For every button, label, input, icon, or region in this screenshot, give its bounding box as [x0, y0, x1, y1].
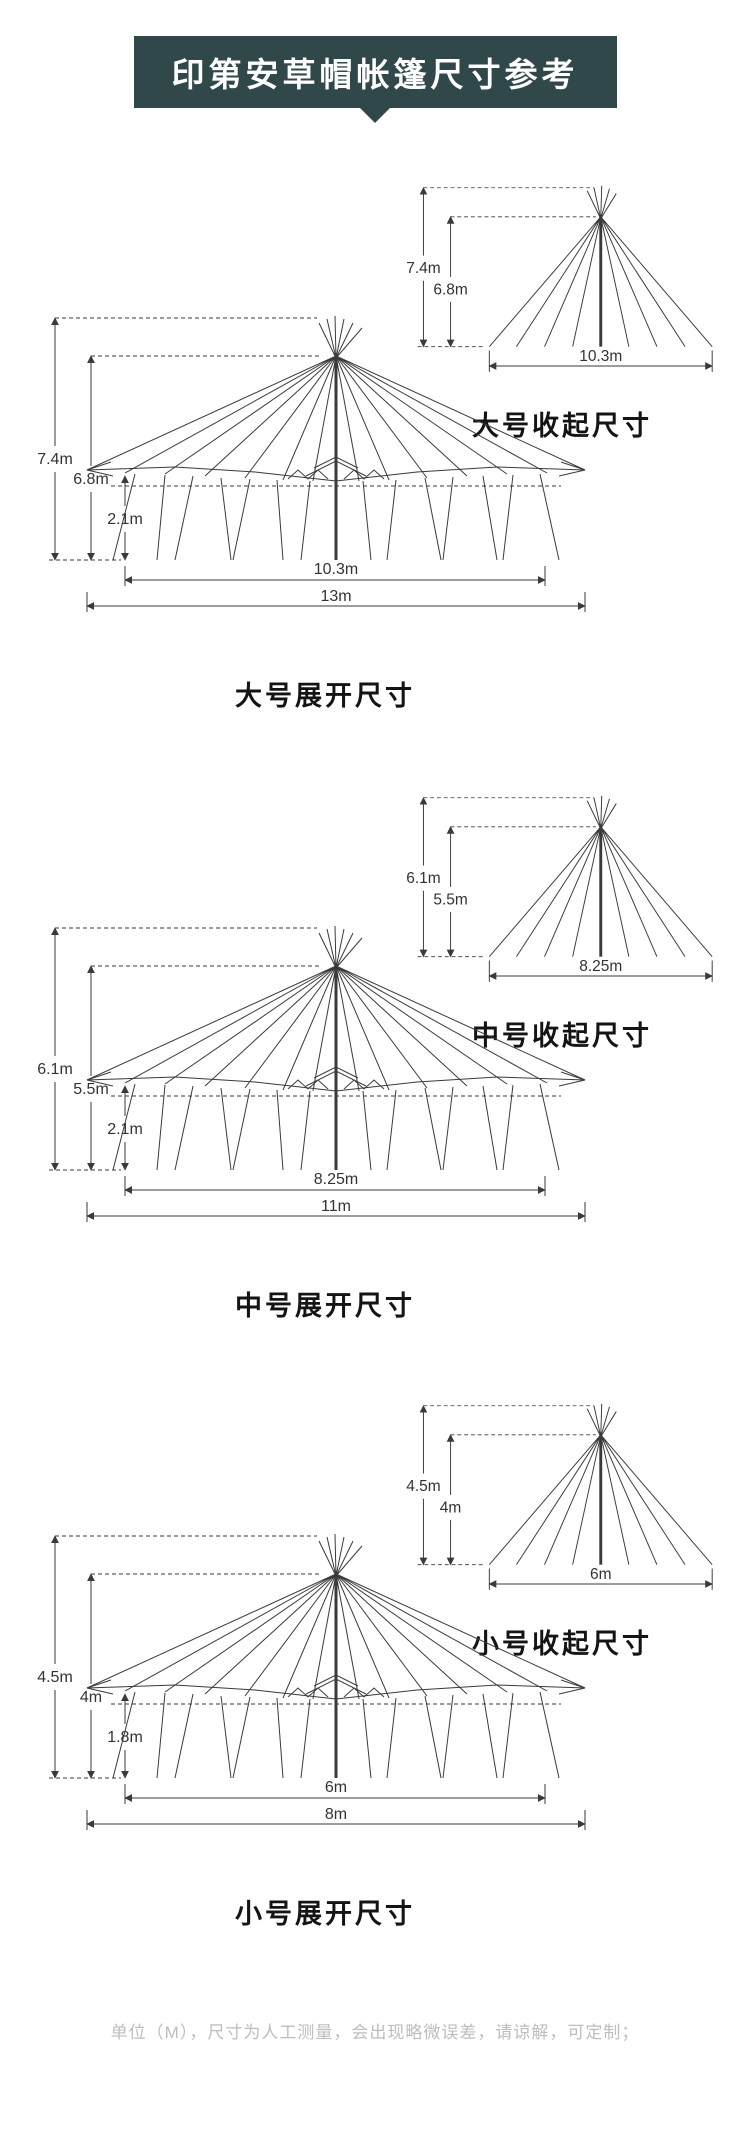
expanded-inner-width-label: 8.25m [314, 1171, 358, 1188]
expanded-inner-width-label: 10.3m [314, 561, 358, 578]
tent-poles-top-icon [586, 185, 617, 220]
tent-canopy [86, 965, 586, 1097]
expanded-canvas-height-label: 4m [80, 1689, 102, 1706]
folded-total-height-label: 7.4m [406, 260, 440, 277]
tent-canopy [488, 216, 713, 347]
expanded-tent-diagram: 4.5m 4m 1.8m 6m 8m [37, 1533, 586, 1830]
expanded-diagram-block: 4.5m 4m 1.8m 6m 8m 小号展开尺寸 [25, 1528, 625, 1931]
expanded-caption: 小号展开尺寸 [235, 1899, 415, 1929]
dimension-lines [49, 317, 586, 612]
tent-poles-top-icon [318, 925, 363, 969]
folded-diagram-block: 6.1m 5.5m 8.25m 中号收起尺寸 [402, 790, 722, 1053]
title-banner: 印第安草帽帐篷尺寸参考 [133, 36, 617, 108]
expanded-inner-width-label: 6m [325, 1779, 347, 1796]
expanded-canvas-height-label: 6.8m [73, 471, 109, 488]
expanded-total-height-label: 4.5m [37, 1669, 73, 1686]
folded-canvas-height-label: 4m [440, 1499, 462, 1516]
expanded-diagram-block: 6.1m 5.5m 2.1m 8.25m 11m 中号展开尺寸 [25, 920, 625, 1323]
size-section: 6.1m 5.5m 8.25m 中号收起尺寸 [0, 790, 750, 1390]
folded-canvas-height-label: 5.5m [433, 891, 467, 908]
folded-caption: 大号收起尺寸 [472, 411, 652, 441]
expanded-eave-height-label: 2.1m [107, 511, 143, 528]
tent-poles-top-icon [318, 315, 363, 359]
tent-canopy [488, 826, 713, 957]
tent-poles-top-icon [586, 1403, 617, 1438]
tent-poles-top-icon [318, 1533, 363, 1577]
folded-base-width-label: 6m [590, 1566, 612, 1583]
expanded-eave-height-label: 1.8m [107, 1729, 143, 1746]
expanded-total-height-label: 6.1m [37, 1061, 73, 1078]
folded-total-height-label: 4.5m [406, 1478, 440, 1495]
expanded-total-height-label: 7.4m [37, 451, 73, 468]
tent-legs [112, 1576, 560, 1779]
size-section: 4.5m 4m 6m 小号收起尺寸 [0, 1398, 750, 1998]
folded-tent-diagram: 4.5m 4m 6m [406, 1403, 713, 1590]
expanded-caption: 中号展开尺寸 [235, 1291, 415, 1321]
page-header: 印第安草帽帐篷尺寸参考 [0, 36, 750, 123]
expanded-outer-width-label: 8m [325, 1806, 347, 1823]
size-section: 7.4m 6.8m 10.3m 大号收起尺寸 [0, 180, 750, 780]
expanded-outer-width-label: 13m [320, 588, 351, 605]
expanded-eave-height-label: 2.1m [107, 1121, 143, 1138]
folded-tent-diagram: 6.1m 5.5m 8.25m [406, 795, 713, 982]
folded-total-height-label: 6.1m [406, 870, 440, 887]
tent-canopy [488, 1434, 713, 1565]
page-title: 印第安草帽帐篷尺寸参考 [171, 56, 579, 93]
tent-poles-top-icon [586, 795, 617, 830]
banner-arrow-icon [360, 108, 390, 123]
dimension-lines [49, 927, 586, 1222]
folded-caption: 小号收起尺寸 [472, 1629, 652, 1659]
expanded-tent-diagram: 6.1m 5.5m 2.1m 8.25m 11m [37, 925, 586, 1222]
folded-caption: 中号收起尺寸 [472, 1021, 652, 1051]
dimension-lines [49, 1535, 586, 1830]
expanded-diagram-block: 7.4m 6.8m 2.1m 10.3m 13m 大号展开尺寸 [25, 310, 625, 713]
tent-legs [112, 968, 560, 1171]
folded-canvas-height-label: 6.8m [433, 281, 467, 298]
folded-diagram-block: 4.5m 4m 6m 小号收起尺寸 [402, 1398, 722, 1661]
tent-legs [112, 358, 560, 561]
folded-base-width-label: 10.3m [579, 348, 622, 365]
dimension-lines [417, 186, 713, 372]
expanded-outer-width-label: 11m [321, 1198, 351, 1215]
expanded-caption: 大号展开尺寸 [235, 681, 415, 711]
folded-diagram-block: 7.4m 6.8m 10.3m 大号收起尺寸 [402, 180, 722, 443]
expanded-tent-diagram: 7.4m 6.8m 2.1m 10.3m 13m [37, 315, 586, 612]
footer-note: 单位（M），尺寸为人工测量，会出现略微误差，请谅解，可定制； [110, 2023, 640, 2042]
folded-base-width-label: 8.25m [579, 958, 622, 975]
expanded-canvas-height-label: 5.5m [73, 1081, 109, 1098]
folded-tent-diagram: 7.4m 6.8m 10.3m [406, 185, 713, 372]
